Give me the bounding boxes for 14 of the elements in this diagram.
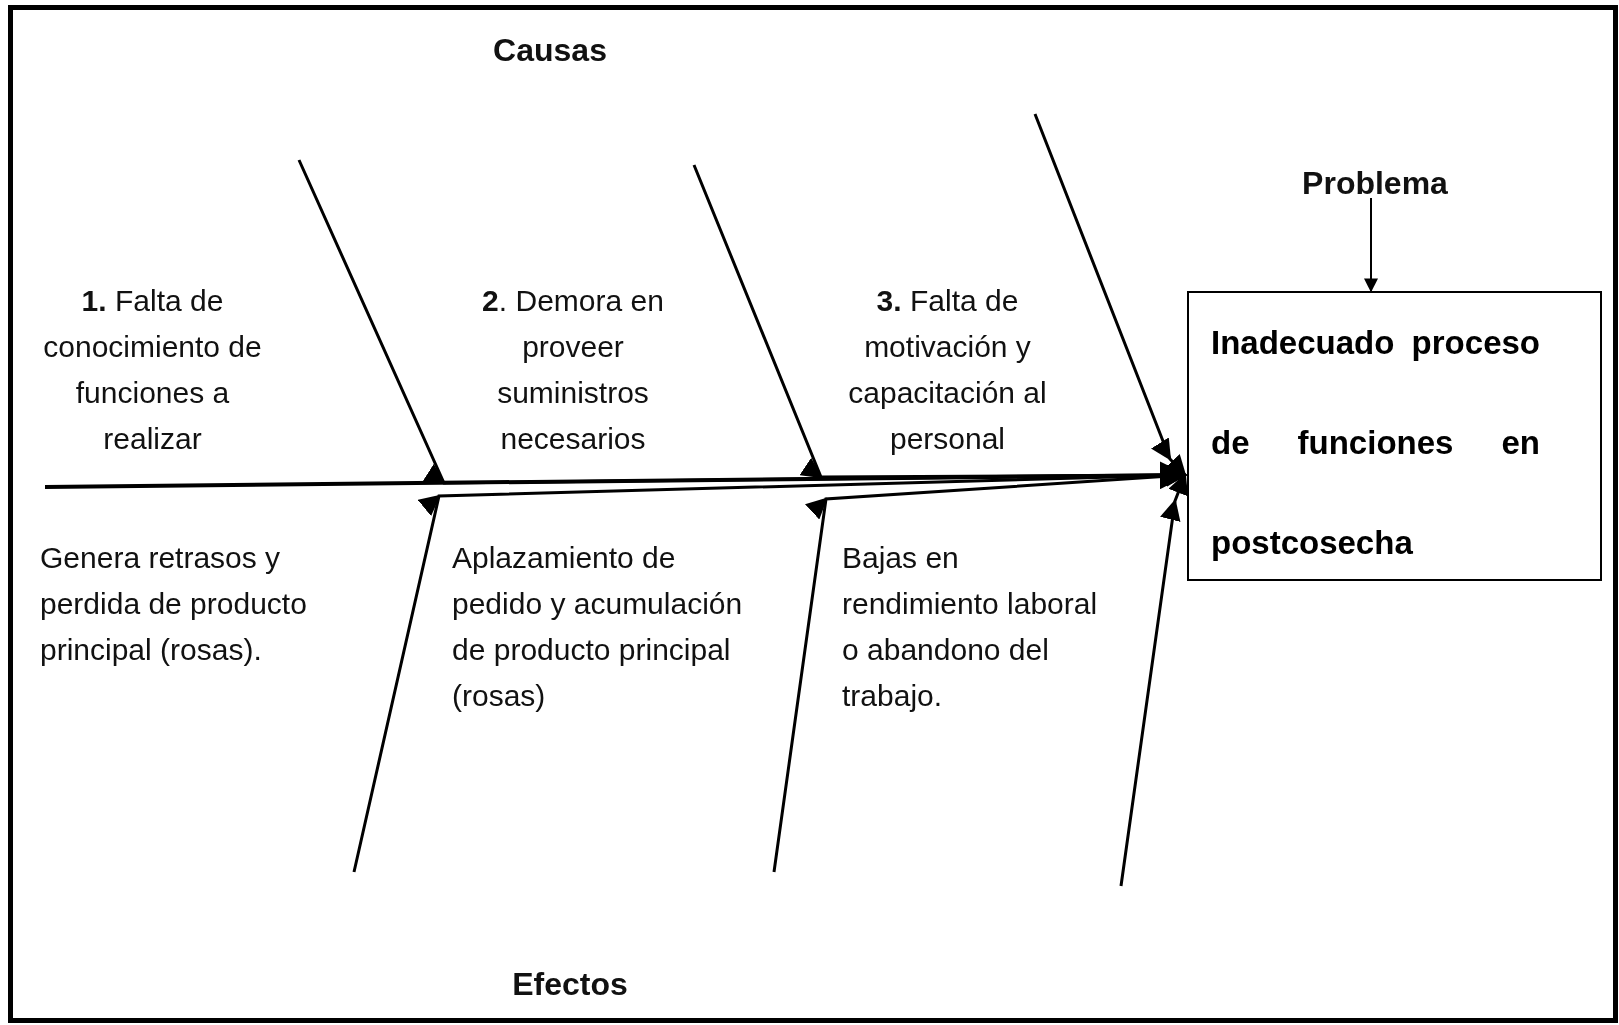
cause-text: 2. Demora en proveer suministros necesarios: [448, 278, 698, 462]
problem-box: [1187, 291, 1602, 581]
cause-text: 3. Falta de motivación y capacitación al personal: [825, 278, 1070, 462]
effect-text: Genera retrasos y perdida de producto principal (rosas).: [40, 535, 340, 673]
section-heading: Causas: [492, 32, 608, 69]
effect-text: Aplazamiento de pedido y acumulación de producto principal (rosas): [452, 535, 767, 719]
section-heading: Efectos: [511, 966, 629, 1003]
effect-text: Bajas en rendimiento laboral o abandono del trabajo.: [842, 535, 1112, 719]
heading: Problema: [1300, 165, 1450, 202]
problem-text: Inadecuado proceso de funciones en postcosecha: [1211, 323, 1540, 563]
cause-text: 1. Falta de conocimiento de funciones a realizar: [40, 278, 265, 462]
bone-arrow: [1119, 473, 1187, 887]
arrow: [1364, 197, 1378, 293]
bone-arrow: [1033, 113, 1187, 477]
